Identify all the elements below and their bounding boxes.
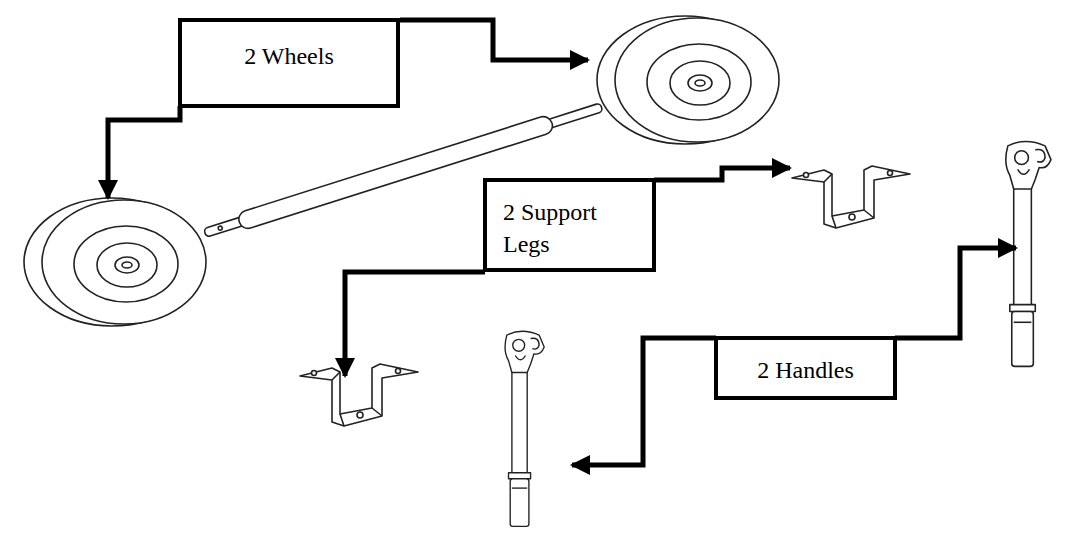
wheel [597,16,779,144]
part-label: 2 Wheels [244,40,334,72]
part-label-box: 2 Wheels [178,18,400,108]
leader-arrow [572,338,716,465]
part-label: 2 Support Legs [503,196,618,260]
support-leg [300,364,418,426]
wheel [24,198,206,326]
leader-arrow [108,106,180,198]
handle [505,331,544,526]
leader-arrow [654,168,790,180]
leader-arrow [345,272,485,376]
part-label-box: 2 Support Legs [483,178,656,272]
leader-arrow [400,20,588,60]
handle [1006,141,1051,366]
support-leg [792,166,910,228]
leader-arrow [895,248,1016,338]
part-label-box: 2 Handles [714,336,897,400]
part-label: 2 Handles [757,354,854,386]
